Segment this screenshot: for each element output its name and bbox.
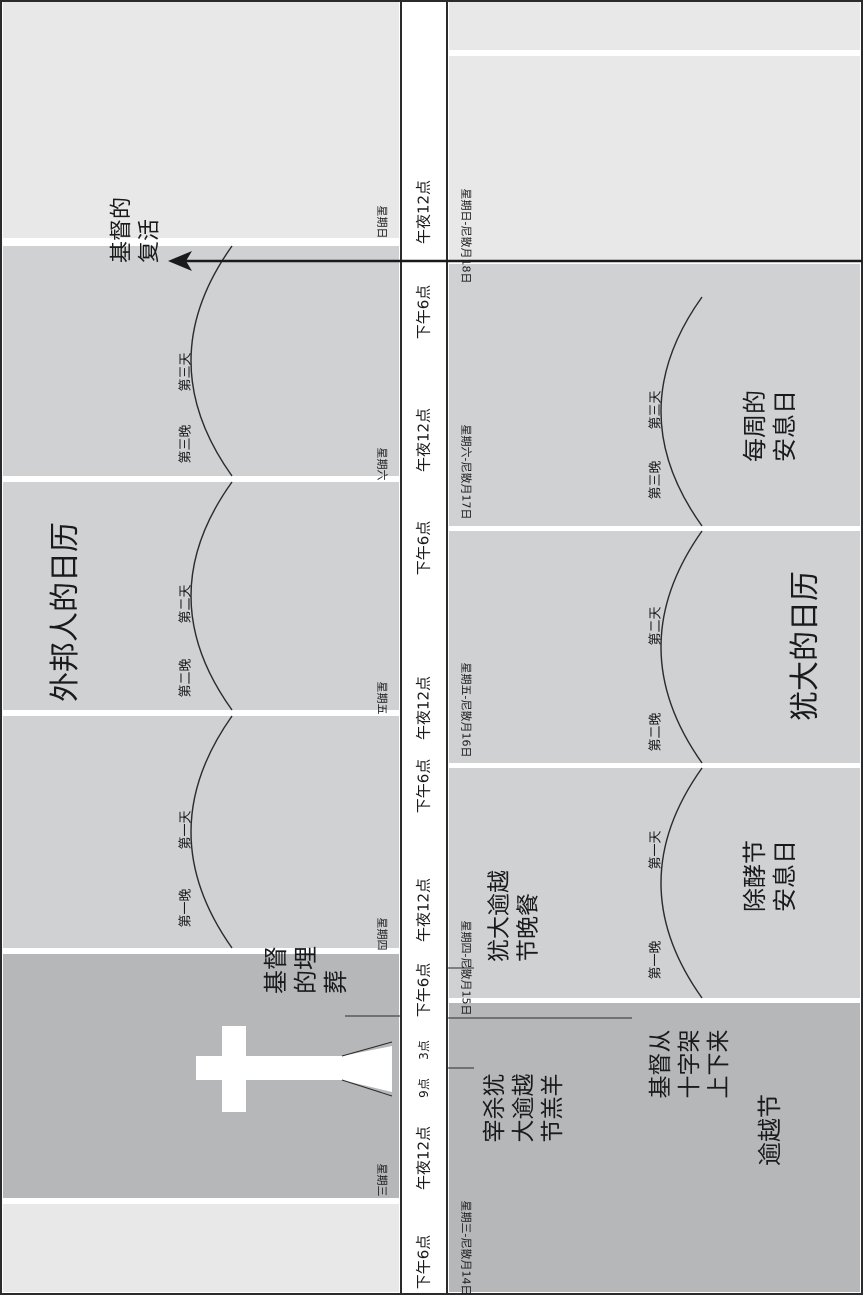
resurrection-label: 基督的复活 [109, 196, 163, 264]
jewish-band-nisan-14 [449, 1003, 860, 1292]
gentile-band-wednesday-early [3, 1204, 399, 1292]
jewish-band-sunday-night [449, 56, 860, 260]
cross-down-label: 基督从十字架上下来 [647, 1029, 732, 1099]
cross-post [222, 1026, 246, 1112]
jewish-band-top [449, 2, 860, 50]
jewish-night-label: 第二晚 [648, 712, 664, 752]
jewish-arc-day-2 [660, 530, 703, 764]
jewish-band-nisan-15 [449, 768, 860, 998]
gentile-day-label: 星期四 [375, 917, 389, 951]
gentile-night-label: 第二晚 [178, 658, 194, 698]
gentile-day-count-label: 第三天 [178, 352, 194, 392]
gentile-night-label: 第三晚 [178, 424, 194, 464]
lamb-slaughter-label: 宰杀犹大逾越节羔羊 [481, 1073, 566, 1143]
timeline-label: 下午6点 [414, 520, 433, 576]
gentile-band-thursday [3, 716, 399, 948]
jewish-day-count-label: 第一天 [648, 830, 664, 870]
cross-base [342, 1046, 392, 1092]
unleavened-sabbath-label: 除酵节安息日 [741, 840, 799, 912]
jewish-day-label: 星期六-尼散月17日 [459, 424, 473, 520]
gentile-day-label: 星期六 [375, 447, 389, 481]
jewish-day-label: 星期三-尼散月14日 [459, 1200, 473, 1295]
timeline-label: 下午6点 [414, 1234, 433, 1290]
timeline-label: 下午6点 [414, 758, 433, 814]
cross-base-edge-top [341, 1041, 393, 1057]
gentile-band-friday [3, 482, 399, 710]
timeline-label: 午夜12点 [414, 877, 433, 943]
jewish-arc-day-1 [660, 767, 703, 999]
gentile-day-count-label: 第一天 [178, 810, 194, 850]
jewish-calendar-title: 犹大的日历 [788, 571, 823, 721]
gentile-day-label: 星期五 [375, 681, 389, 715]
timeline-label: 午夜12点 [414, 179, 433, 245]
jewish-arc-day-3 [660, 296, 703, 527]
jewish-day-label: 星期四-尼散月15日 [459, 920, 473, 1016]
jewish-day-count-label: 第二天 [648, 606, 664, 646]
passover-supper-label: 犹大逾越节晚餐 [486, 870, 541, 962]
resurrection-arrowhead [168, 251, 192, 271]
jewish-band-nisan-16 [449, 531, 860, 763]
gentile-arc-day-2 [190, 481, 233, 711]
gentile-calendar-title: 外邦人的日历 [48, 522, 83, 702]
jewish-band-nisan-17 [449, 264, 860, 526]
jewish-night-label: 第三晚 [648, 460, 664, 500]
gentile-arc-day-3 [190, 245, 233, 477]
gentile-night-label: 第一晚 [178, 888, 194, 928]
burial-label: 基督的埋葬 [262, 946, 350, 994]
passover-label: 逾越节 [756, 1094, 784, 1166]
timeline-label: 午夜12点 [414, 1125, 433, 1191]
gentile-day-label: 星期三 [375, 1163, 389, 1197]
jewish-day-count-label: 第三天 [648, 390, 664, 430]
jewish-night-label: 第一晚 [648, 940, 664, 980]
timeline-label: 3点 [417, 1040, 431, 1060]
timeline-label: 下午6点 [414, 284, 433, 340]
gentile-band-saturday [3, 246, 399, 476]
gentile-day-count-label: 第二天 [178, 584, 194, 624]
timeline-label: 9点 [417, 1078, 431, 1098]
timeline-label: 午夜12点 [414, 675, 433, 741]
jewish-day-label: 星期五-尼散月16日 [459, 662, 473, 758]
jewish-day-label: 星期日-尼散月18日 [459, 188, 473, 284]
cross-beam [196, 1056, 342, 1080]
cross-base-edge-bottom [341, 1079, 393, 1097]
gentile-band-sunday [3, 2, 399, 238]
timeline-label: 午夜12点 [414, 407, 433, 473]
weekly-sabbath-label: 每周的安息日 [741, 390, 799, 462]
gentile-day-label: 星期日 [375, 205, 389, 239]
gentile-arc-day-1 [190, 715, 233, 949]
timeline-label: 下午6点 [414, 962, 433, 1018]
